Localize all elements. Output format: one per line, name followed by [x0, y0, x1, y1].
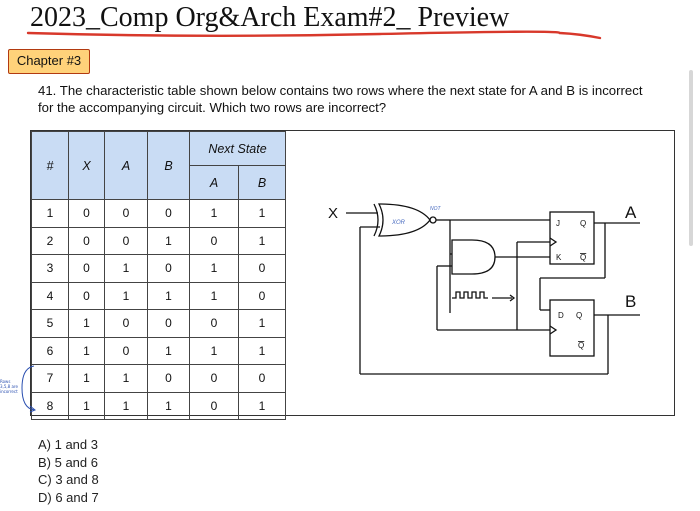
d-d-label: D: [558, 311, 564, 320]
answer-options: A) 1 and 3 B) 5 and 6 C) 3 and 8 D) 6 an…: [38, 436, 99, 506]
cell-next-b: 1: [238, 226, 286, 255]
row-num: 6: [31, 336, 69, 365]
header-next-state: Next State: [189, 131, 286, 166]
question-text: 41. The characteristic table shown below…: [38, 83, 643, 115]
d-qbar-label: Q: [578, 341, 584, 350]
answer-option-d[interactable]: D) 6 and 7: [38, 489, 99, 505]
circuit-output-a: A: [625, 203, 637, 222]
header-b: B: [147, 131, 190, 200]
d-q-label: Q: [576, 311, 582, 320]
row-num: 2: [31, 226, 69, 255]
cell-next-a: 0: [189, 309, 239, 338]
answer-option-a[interactable]: A) 1 and 3: [38, 437, 98, 452]
cell-next-b: 0: [238, 281, 286, 310]
chapter-badge: Chapter #3: [8, 49, 90, 74]
row-num: 7: [31, 364, 69, 393]
page-title: 2023_Comp Org&Arch Exam#2_ Preview: [30, 2, 510, 33]
row-num: 4: [31, 281, 69, 310]
cell-x: 1: [68, 336, 105, 365]
row-num: 1: [31, 199, 69, 228]
cell-a: 0: [104, 199, 148, 228]
cell-next-b: 1: [238, 336, 286, 365]
cell-next-b: 0: [238, 254, 286, 283]
cell-x: 0: [68, 254, 105, 283]
cell-a: 1: [104, 391, 148, 420]
cell-next-a: 0: [189, 391, 239, 420]
jk-qbar-label: Q: [580, 253, 586, 262]
header-x: X: [68, 131, 105, 200]
cell-b: 0: [147, 364, 190, 393]
cell-next-a: 1: [189, 336, 239, 365]
cell-a: 1: [104, 254, 148, 283]
cell-b: 0: [147, 199, 190, 228]
cell-b: 1: [147, 226, 190, 255]
cell-next-a: 0: [189, 364, 239, 393]
cell-x: 0: [68, 281, 105, 310]
header-next-b: B: [238, 165, 286, 200]
cell-b: 0: [147, 309, 190, 338]
cell-b: 1: [147, 281, 190, 310]
handwritten-bracket: [21, 365, 36, 413]
cell-b: 0: [147, 254, 190, 283]
cell-b: 1: [147, 391, 190, 420]
cell-next-a: 0: [189, 226, 239, 255]
cell-a: 0: [104, 226, 148, 255]
answer-option-c[interactable]: C) 3 and 8: [38, 472, 99, 487]
cell-next-b: 1: [238, 309, 286, 338]
header-num: #: [31, 131, 69, 200]
jk-j-label: J: [556, 219, 560, 228]
cell-x: 0: [68, 226, 105, 255]
row-num: 5: [31, 309, 69, 338]
title-underline: [26, 30, 602, 40]
table-header-row: # X A B Next State: [31, 131, 286, 200]
row-num: 8: [31, 391, 69, 420]
cell-a: 1: [104, 281, 148, 310]
not-handwritten-label: NOT: [430, 206, 442, 212]
cell-x: 1: [68, 364, 105, 393]
cell-x: 1: [68, 391, 105, 420]
cell-x: 1: [68, 309, 105, 338]
cell-a: 1: [104, 364, 148, 393]
answer-option-b[interactable]: B) 5 and 6: [38, 454, 98, 470]
handwritten-note: Rows 3,5,8 are incorrect: [0, 379, 18, 394]
cell-next-a: 1: [189, 281, 239, 310]
jk-q-label: Q: [580, 219, 586, 228]
cell-next-a: 1: [189, 199, 239, 228]
xor-handwritten-label: XOR: [391, 220, 406, 226]
row-num: 3: [31, 254, 69, 283]
table-subheader-row: A B: [32, 165, 286, 200]
cell-a: 0: [104, 309, 148, 338]
scrollbar[interactable]: [689, 70, 693, 246]
circuit-output-b: B: [625, 292, 636, 311]
cell-next-b: 1: [238, 199, 286, 228]
circuit-input-x: X: [328, 205, 338, 222]
cell-next-b: 1: [238, 391, 286, 420]
header-next-a: A: [189, 165, 239, 200]
cell-x: 0: [68, 199, 105, 228]
jk-k-label: K: [556, 253, 562, 262]
cell-b: 1: [147, 336, 190, 365]
circuit-diagram: X A B XOR NOT J K Q Q D Q Q: [328, 203, 640, 375]
header-a: A: [104, 131, 148, 200]
cell-a: 0: [104, 336, 148, 365]
cell-next-a: 1: [189, 254, 239, 283]
cell-next-b: 0: [238, 364, 286, 393]
